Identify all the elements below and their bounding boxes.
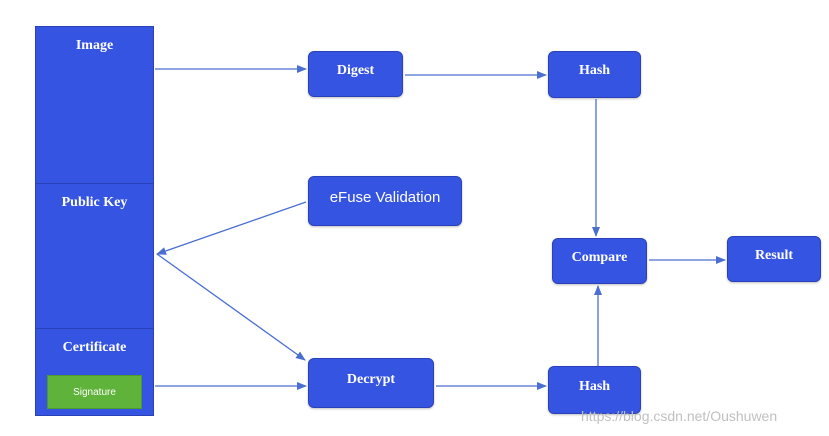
image-segment: Image <box>35 26 154 184</box>
arrow-efuse-to-public-key <box>156 201 307 255</box>
watermark-text: https://blog.csdn.net/Oushuwen <box>581 408 778 424</box>
hash-bottom-node: Hash <box>548 366 641 414</box>
signature-block: Signature <box>47 375 142 409</box>
compare-node: Compare <box>552 238 647 284</box>
image-label: Image <box>75 38 114 53</box>
hash-top-node: Hash <box>548 51 641 98</box>
decrypt-node: Decrypt <box>308 358 434 408</box>
certificate-label: Certificate <box>62 340 127 355</box>
result-node: Result <box>727 236 821 282</box>
efuse-validation-node: eFuse Validation <box>308 176 462 226</box>
public-key-label: Public Key <box>61 195 128 210</box>
public-key-segment: Public Key <box>35 183 154 329</box>
digest-node: Digest <box>308 51 403 97</box>
arrow-public-key-to-decrypt <box>156 253 306 361</box>
